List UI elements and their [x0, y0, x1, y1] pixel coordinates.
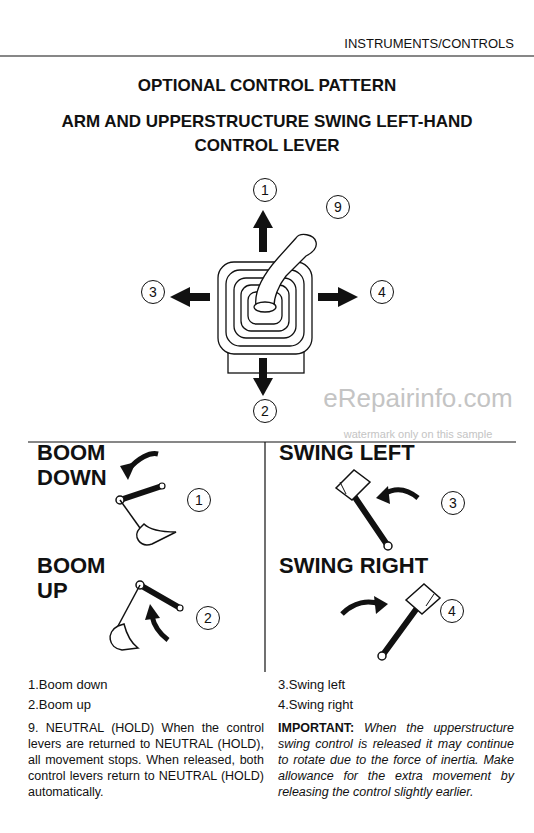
header-rule: [0, 55, 534, 56]
boom-down-icon: [116, 454, 176, 545]
callout-text: 2: [204, 611, 212, 625]
note-keyword: IMPORTANT:: [278, 721, 354, 735]
swing-left-icon: [336, 470, 418, 550]
callout-text: 2: [261, 404, 269, 418]
legend-item: 2.Boom up: [28, 697, 91, 712]
callout-number: 4: [440, 599, 464, 623]
cell-heading: SWING RIGHT: [279, 553, 509, 578]
callout-text: 4: [378, 285, 386, 299]
important-note: IMPORTANT: When the upperstructure swing…: [278, 720, 514, 800]
subtitle: ARM AND UPPERSTRUCTURE SWING LEFT-HAND C…: [37, 110, 497, 158]
callout-number: 1: [253, 178, 277, 202]
callout-text: 1: [195, 493, 203, 507]
callout-text: 9: [334, 200, 342, 214]
callout-number: 9: [326, 195, 350, 219]
callout-number: 3: [141, 280, 165, 304]
cell-heading: BOOM UP: [37, 553, 117, 603]
note-text: 9. NEUTRAL (HOLD) When the control lever…: [28, 720, 264, 800]
callout-number: 2: [253, 399, 277, 423]
table-rule: [264, 442, 265, 672]
callout-number: 4: [370, 280, 394, 304]
callout-text: 3: [149, 285, 157, 299]
cell-heading: BOOM DOWN: [37, 440, 132, 490]
boom-up-icon: [110, 581, 183, 650]
watermark-note: watermark only on this sample: [302, 428, 534, 440]
callout-number: 2: [196, 606, 220, 630]
section-header: INSTRUMENTS/CONTROLS: [344, 36, 514, 51]
callout-text: 3: [449, 496, 457, 510]
legend-item: 3.Swing left: [278, 677, 345, 692]
legend-item: 1.Boom down: [28, 677, 108, 692]
callout-text: 1: [261, 183, 269, 197]
callout-number: 1: [187, 488, 211, 512]
callout-text: 4: [448, 604, 456, 618]
cell-heading: SWING LEFT: [279, 440, 509, 465]
direction-arrows: [170, 210, 358, 396]
joystick: [218, 235, 316, 373]
legend-item: 4.Swing right: [278, 697, 353, 712]
swing-right-icon: [342, 584, 440, 660]
page-title: OPTIONAL CONTROL PATTERN: [0, 76, 534, 96]
watermark: eRepairinfo.com: [302, 383, 534, 414]
callout-number: 3: [441, 491, 465, 515]
